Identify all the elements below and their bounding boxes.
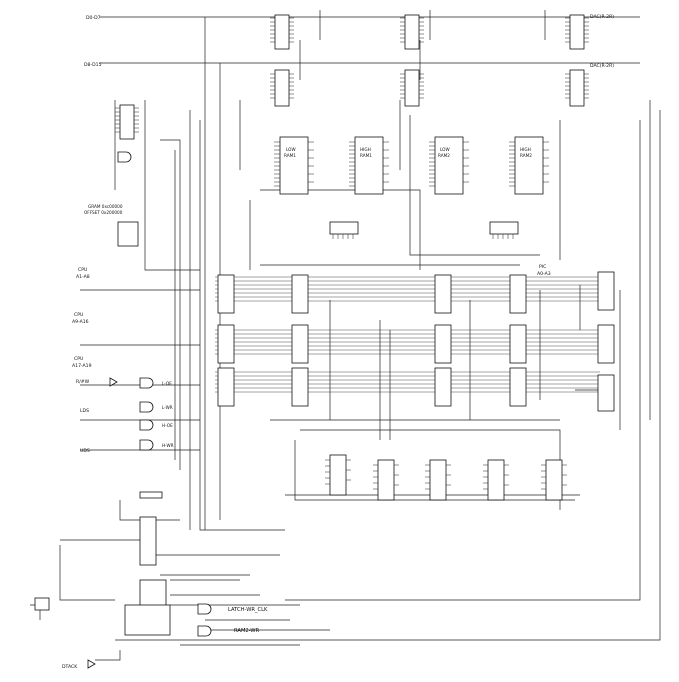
cpu-a17-a19-line1: CPU	[74, 356, 83, 362]
ram-high1-line1: HIGH	[360, 147, 371, 152]
pic-label-line2: A0-A3	[537, 271, 551, 277]
ram-low2-line2: RAM2	[438, 153, 450, 158]
gram-offset: OFFSET 0x200000	[84, 210, 123, 215]
ram-high2-line1: HIGH	[520, 147, 531, 152]
signal-lds: LDS	[80, 408, 89, 414]
comparator-row	[325, 454, 567, 501]
cpu-a9-a16-line2: A9-A16	[72, 319, 89, 325]
pic-label-line1: PIC	[539, 264, 546, 270]
dac-label-bottom: DAC(R-2R)	[590, 63, 614, 69]
gate-h-oe: H-OE	[162, 423, 173, 428]
cpu-a1-a8-line2: A1-A8	[76, 274, 90, 280]
ram-high1-line2: RAM1	[360, 153, 372, 158]
gate-l-wr: L-WR	[162, 405, 173, 410]
ram-chips	[274, 136, 549, 239]
control-logic	[34, 151, 212, 669]
bus-label-d0-d7: D0-D7	[86, 15, 101, 21]
labels: D0-D7 D8-D15 DAC(R-2R) DAC(R-2R) LOW RAM…	[62, 14, 614, 670]
ram-low2-line1: LOW	[440, 147, 450, 152]
dac-label-top: DAC(R-2R)	[590, 14, 614, 20]
gram-address: GRAM 0xc00000	[88, 204, 123, 209]
signal-rw: R/#W	[76, 379, 90, 385]
ram-high2-line2: RAM2	[520, 153, 532, 158]
ram-low1-line2: RAM1	[284, 153, 296, 158]
address-latch-grid	[117, 221, 615, 412]
signal-ram2-wr: RAM2-WR	[234, 628, 260, 634]
signal-dtack: DTACK	[62, 664, 78, 670]
ram-low1-line1: LOW	[286, 147, 296, 152]
signal-latch-wr-clk: LATCH-WR_CLK	[228, 607, 268, 613]
cpu-a9-a16-line1: CPU	[74, 312, 83, 318]
bus-label-d8-d15: D8-D15	[84, 62, 102, 68]
cpu-a1-a8-line1: CPU	[78, 267, 87, 273]
signal-uds: UDS	[80, 448, 90, 454]
gate-l-oe: L-OE	[162, 381, 172, 386]
latch-chips-top	[115, 14, 589, 140]
cpu-a17-a19-line2: A17-A19	[72, 363, 92, 369]
gate-h-wr: H-WR	[162, 443, 174, 448]
